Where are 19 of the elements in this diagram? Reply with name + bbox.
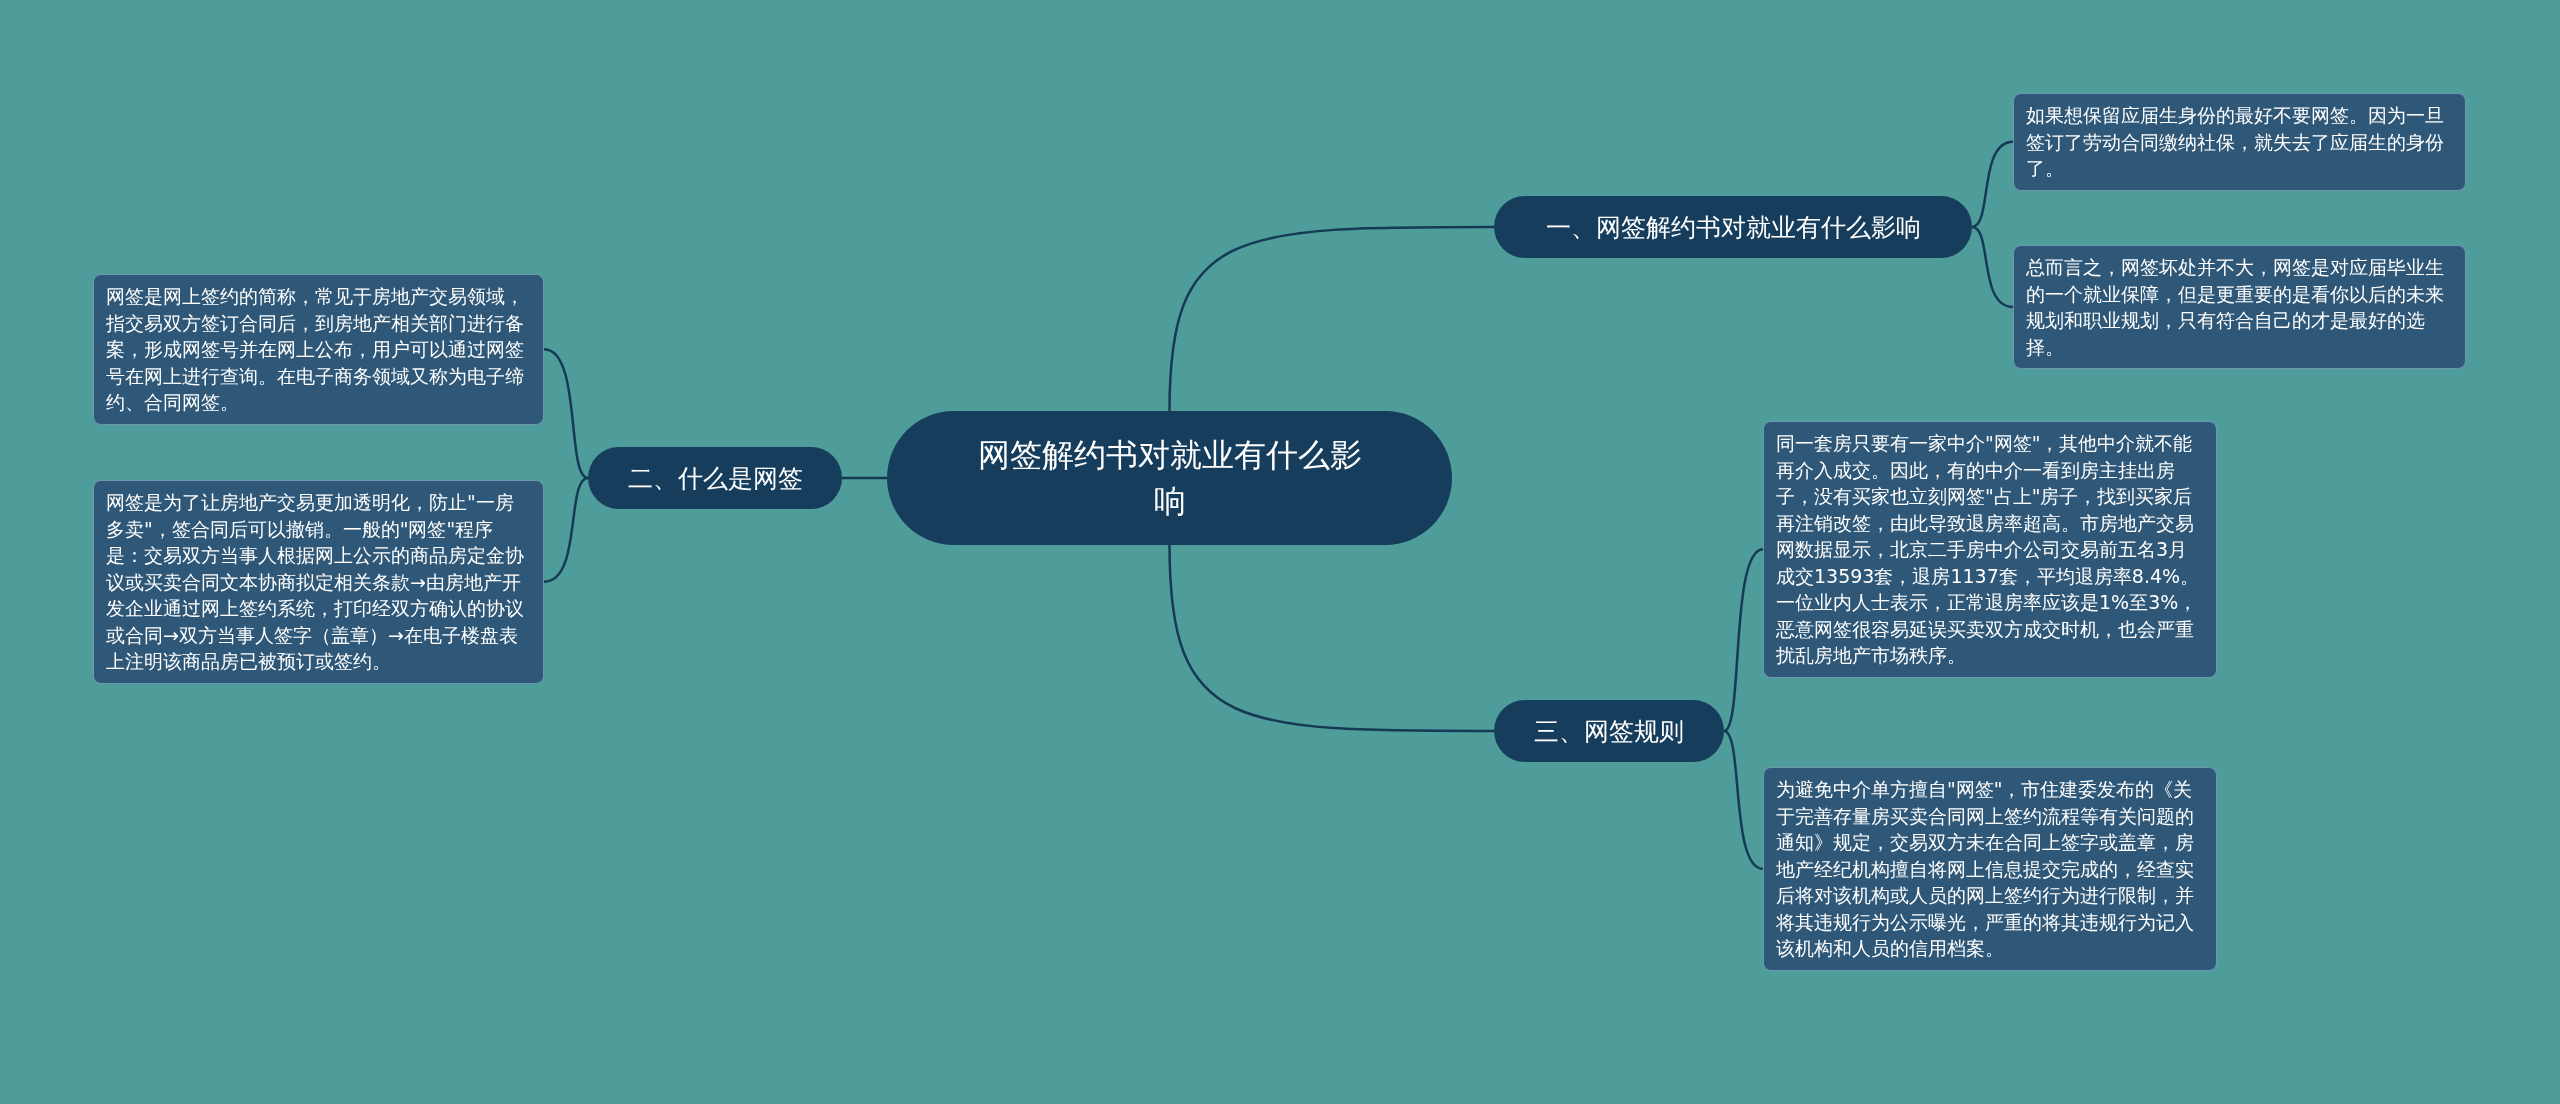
topic-node: 三、网签规则 [1494,700,1724,762]
connector-line [842,476,887,480]
text-card: 如果想保留应届生身份的最好不要网签。因为一旦签订了劳动合同缴纳社保，就失去了应届生的身份了。 [2013,93,2466,191]
connector-line [543,348,589,480]
topic-node: 二、什么是网签 [588,447,842,509]
text-card: 为避免中介单方擅自"网签"，市住建委发布的《关于完善存量房买卖合同网上签约流程等有关问题的通知》规定，交易双方未在合同上签字或盖章，房地产经纪机构擅自将网上信息提交完成的，经查实后将对该机构或人员的网上签约行为进行限制，并将其违规行为公示曝光，严重的将其违规行为记入该机构和人员的信用档案。 [1763,767,2217,971]
connector-line [1971,225,2014,309]
text-card: 网签是网上签约的简称，常见于房地产交易领域，指交易双方签订合同后，到房地产相关部门进行备案，形成网签号并在网上公布，用户可以通过网签号在网上进行查询。在电子商务领域又称为电子缔约、合同网签。 [93,274,544,425]
connector-line [1168,544,1494,733]
connector-line [1723,729,1764,870]
text-card: 总而言之，网签坏处并不大，网签是对应届毕业生的一个就业保障，但是更重要的是看你以后的未来规划和职业规划，只有符合自己的才是最好的选择。 [2013,245,2466,369]
connector-line [1971,140,2014,229]
topic-node: 一、网签解约书对就业有什么影响 [1494,196,1972,258]
text-card: 网签是为了让房地产交易更加透明化，防止"一房多卖"，签合同后可以撤销。一般的"网签"程序是：交易双方当事人根据网上公示的商品房定金协议或买卖合同文本协商拟定相关条款→由房地产开发企业通过网上签约系统，打印经双方确认的协议或合同→双方当事人签字（盖章）→在电子楼盘表上注明该商品房已被预订或签约。 [93,480,544,684]
text-card: 同一套房只要有一家中介"网签"，其他中介就不能再介入成交。因此，有的中介一看到房主挂出房子，没有买家也立刻网签"占上"房子，找到买家后再注销改签，由此导致退房率超高。市房地产交易网数据显示，北京二手房中介公司交易前五名3月成交13593套，退房1137套，平均退房率8.4%。一位业内人士表示，正常退房率应该是1%至3%，恶意网签很容易延误买卖双方成交时机，也会严重扰乱房地产市场秩序。 [1763,421,2217,678]
connector-line [543,476,589,583]
central-topic: 网签解约书对就业有什么影响 [887,411,1452,545]
connector-line [1168,225,1494,412]
connector-line [1723,548,1764,732]
